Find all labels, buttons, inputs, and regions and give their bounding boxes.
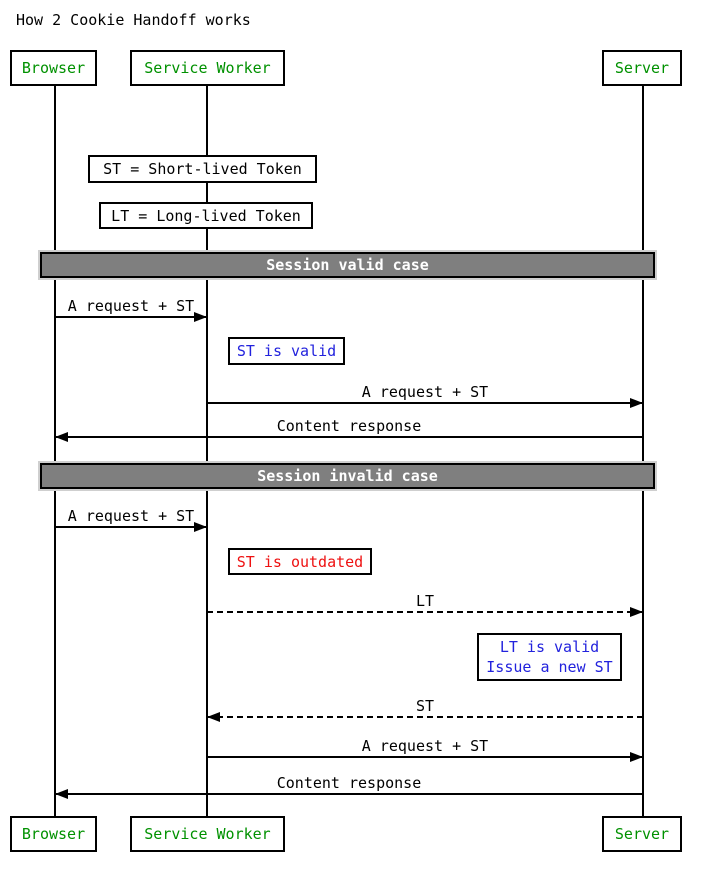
message-label: Content response <box>276 774 422 792</box>
arrowhead-left-icon <box>55 789 68 799</box>
message-line <box>55 312 207 322</box>
arrowhead-right-icon <box>194 312 207 322</box>
note-lt-definition: LT = Long-lived Token <box>99 202 313 229</box>
arrowhead-right-icon <box>194 522 207 532</box>
note-st-valid: ST is valid <box>228 337 345 365</box>
message-label: A request + ST <box>67 297 195 315</box>
actor-browser-top: Browser <box>10 50 97 86</box>
actor-browser-bottom: Browser <box>10 816 97 852</box>
lifeline-browser <box>54 86 56 817</box>
actor-server-bottom: Server <box>602 816 682 852</box>
note-st-outdated: ST is outdated <box>228 548 372 575</box>
message-st: ST <box>207 696 643 722</box>
message-label: A request + ST <box>361 383 489 401</box>
message-line <box>55 522 207 532</box>
diagram-title: How 2 Cookie Handoff works <box>16 11 251 29</box>
message-line <box>55 432 643 442</box>
arrowhead-left-icon <box>207 712 220 722</box>
message-content-response-2: Content response <box>55 773 643 799</box>
message-content-response-1: Content response <box>55 416 643 442</box>
message-label: Content response <box>276 417 422 435</box>
arrowhead-right-icon <box>630 398 643 408</box>
lifeline-service-worker <box>206 86 208 817</box>
arrowhead-right-icon <box>630 752 643 762</box>
note-line-1: LT is valid <box>499 638 600 656</box>
message-request-st-3: A request + ST <box>55 506 207 532</box>
message-request-st-4: A request + ST <box>207 736 643 762</box>
note-st-definition: ST = Short-lived Token <box>88 155 317 183</box>
message-label: A request + ST <box>361 737 489 755</box>
note-line-2: Issue a new ST <box>486 658 613 676</box>
section-divider-session-invalid: Session invalid case <box>40 463 655 489</box>
section-divider-session-valid: Session valid case <box>40 252 655 278</box>
message-label: ST <box>415 697 435 715</box>
message-line <box>207 607 643 617</box>
message-label: A request + ST <box>67 507 195 525</box>
actor-service-worker-top: Service Worker <box>130 50 285 86</box>
lifeline-server <box>642 86 644 817</box>
message-request-st-2: A request + ST <box>207 382 643 408</box>
message-line <box>207 752 643 762</box>
message-line <box>207 398 643 408</box>
arrowhead-left-icon <box>55 432 68 442</box>
message-label: LT <box>415 592 435 610</box>
note-lt-valid: LT is valid Issue a new ST <box>477 633 622 681</box>
message-request-st-1: A request + ST <box>55 296 207 322</box>
message-lt: LT <box>207 591 643 617</box>
actor-server-top: Server <box>602 50 682 86</box>
message-line <box>207 712 643 722</box>
actor-service-worker-bottom: Service Worker <box>130 816 285 852</box>
arrowhead-right-icon <box>630 607 643 617</box>
message-line <box>55 789 643 799</box>
